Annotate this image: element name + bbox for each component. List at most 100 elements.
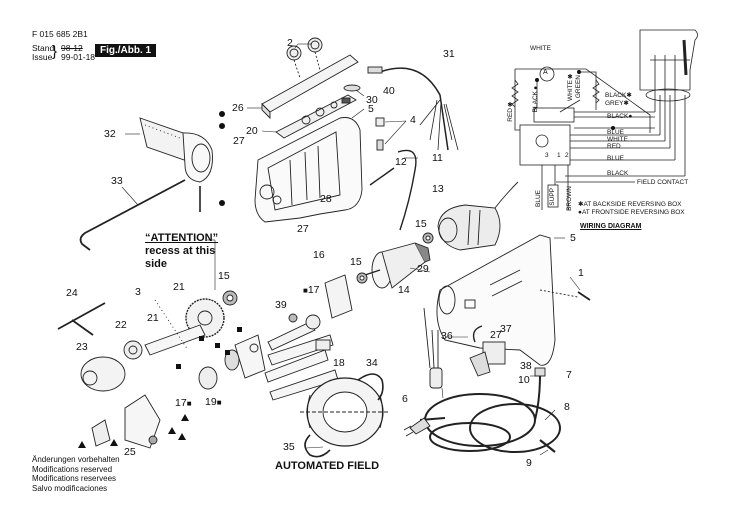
callout-16: 16 [313, 249, 325, 261]
callout-19: 19■ [205, 396, 222, 408]
depth-rod-part [79, 179, 186, 251]
issue-date: 99-01-18 [61, 52, 96, 62]
callout-15-c: 15 [218, 270, 230, 282]
power-cable-part [419, 374, 561, 453]
callout-21-a: 21 [173, 281, 185, 293]
callout-9: 9 [526, 457, 532, 469]
callout-4: 4 [410, 114, 416, 126]
stand-label: Stand [32, 43, 55, 53]
attention-note: “ATTENTION” recess at this side [145, 232, 218, 271]
callout-7: 7 [566, 369, 572, 381]
housing-right-part [436, 234, 556, 366]
disclaimer-line-es: Salvo modificaciones [32, 483, 108, 493]
terminal-1: 1 [557, 152, 561, 159]
circuit-board-part [275, 94, 357, 139]
callout-27-a: 27 [233, 135, 245, 147]
part-number: F 015 685 2B1 [32, 29, 88, 39]
callout-29: 29 [417, 263, 429, 275]
callout-10: 10 [518, 374, 530, 386]
terminal-3: 3 [545, 152, 549, 159]
callout-3: 3 [135, 286, 141, 298]
callout-22: 22 [115, 319, 127, 331]
figure-badge: Fig./Abb. 1 [95, 44, 157, 57]
automated-field-part [300, 373, 390, 458]
callout-38: 38 [520, 360, 532, 372]
wire-label-blue-vertical: BLUE [535, 190, 542, 207]
legend-item-frontside: ●AT FRONTSIDE REVERSING BOX [578, 209, 685, 216]
gear-assembly [57, 290, 238, 392]
disclaimer-line-en: Modifications reserved [32, 464, 113, 474]
callout-23: 23 [76, 341, 88, 353]
wiring-diagram-lines [511, 29, 698, 210]
housing-left-part [254, 117, 363, 223]
wiring-legend: ✱AT BACKSIDE REVERSING BOX ●AT FRONTSIDE… [578, 201, 685, 216]
callout-31: 31 [443, 48, 455, 60]
callout-27-c: 27 [490, 329, 502, 341]
wiring-harness-part [379, 67, 449, 151]
callout-30: 30 [366, 94, 378, 106]
callout-20: 20 [246, 125, 258, 137]
callout-5-right: 5 [570, 232, 576, 244]
wire-label-black-2: BLACK [607, 170, 629, 177]
callout-28: 28 [320, 193, 332, 205]
wire-label-black-dot: BLACK● [607, 113, 633, 120]
callout-15-b: 15 [350, 256, 362, 268]
callout-36: 36 [441, 330, 453, 342]
wire-label-white-vertical: WHITE✱ [567, 72, 574, 101]
wire-label-white-1: WHITE [607, 136, 628, 143]
switch-cover-part [261, 37, 359, 120]
callout-35: 35 [283, 441, 295, 453]
callout-32: 32 [104, 128, 116, 140]
callout-12: 12 [395, 156, 407, 168]
legend-item-backside: ✱AT BACKSIDE REVERSING BOX [578, 201, 682, 208]
motor-symbol: A [543, 69, 548, 76]
side-handle-part [139, 117, 213, 183]
callout-13: 13 [432, 183, 444, 195]
callout-11: 11 [432, 152, 443, 164]
wiring-diagram-title: WIRING DIAGRAM [580, 223, 642, 230]
callout-27-b: 27 [297, 223, 309, 235]
callout-6: 6 [402, 393, 408, 405]
field-stator-part [437, 181, 519, 251]
callout-5-top: 5 [368, 103, 374, 115]
wire-label-white-top: WHITE [530, 45, 551, 52]
wire-label-brown-vertical: BROWN [566, 186, 573, 211]
wire-label-blue-2: BLUE [607, 155, 624, 162]
callout-18: 18 [333, 357, 345, 369]
callout-25: 25 [124, 446, 136, 458]
attention-line-1: recess at this [145, 245, 216, 257]
stand-date: 98-12 [61, 43, 83, 53]
callout-8: 8 [564, 401, 570, 413]
callout-15-a: 15 [415, 218, 427, 230]
callout-39: 39 [275, 299, 287, 311]
brace-icon: } [52, 43, 58, 60]
callout-24: 24 [66, 287, 78, 299]
callout-40: 40 [383, 85, 395, 97]
wire-label-black-vertical: BLACK● [532, 84, 539, 113]
automated-field-caption: AUTOMATED FIELD [275, 460, 380, 472]
wire-label-blue-1: BLUE [607, 129, 624, 136]
callout-21-b: 21 [147, 312, 159, 324]
callout-2: 2 [287, 37, 293, 49]
issue-label: Issue [32, 52, 53, 62]
wire-label-red: RED✱ [507, 100, 514, 122]
disclaimer-line-fr: Modifications reservees [32, 474, 117, 483]
callout-34: 34 [366, 357, 378, 369]
armature-part [364, 242, 431, 289]
callout-1: 1 [578, 267, 584, 279]
wire-label-grey-star: GREY✱ [605, 100, 629, 107]
wire-label-green-vertical: GREEN [575, 75, 582, 99]
callout-37: 37 [500, 323, 512, 335]
wire-label-field-contact: FIELD CONTACT [637, 179, 689, 186]
wire-label-supp-vertical: SUPP [549, 188, 556, 206]
attention-title: “ATTENTION” [145, 232, 219, 244]
terminal-2: 2 [565, 152, 569, 159]
callout-14: 14 [398, 284, 410, 296]
callout-17-b: 17■ [175, 397, 192, 409]
wire-label-red-1: RED [607, 143, 621, 150]
disclaimer: Änderungen vorbehalten Modifications res… [32, 455, 120, 493]
disclaimer-line-de: Änderungen vorbehalten [32, 455, 120, 464]
wire-label-black-star: BLACK✱ [605, 92, 632, 99]
attention-line-2: side [145, 258, 168, 270]
